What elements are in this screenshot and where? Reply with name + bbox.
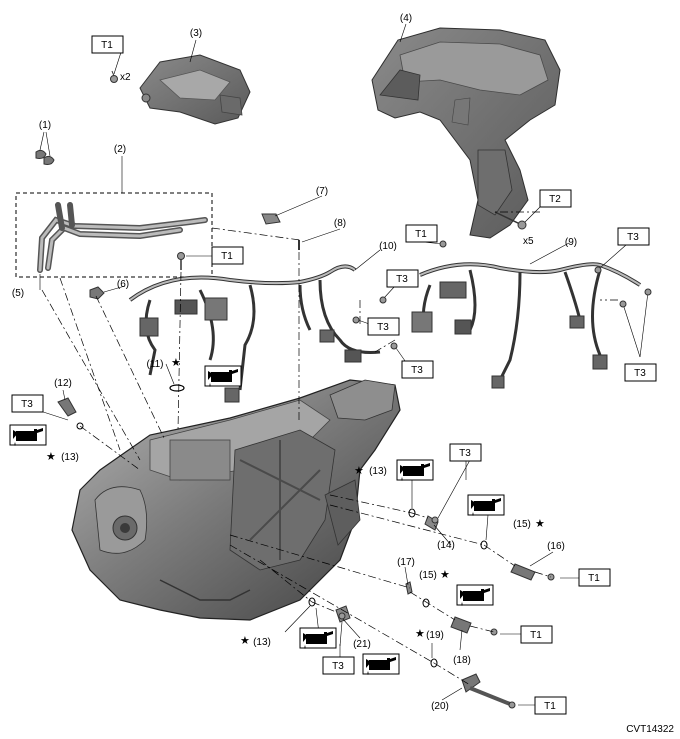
- torque-box-t3-b: T3: [367, 317, 400, 336]
- clip-part-6: [89, 286, 105, 300]
- star-13b: ★: [354, 464, 364, 477]
- svg-text:T1: T1: [588, 573, 600, 584]
- callout-19: (19): [426, 630, 444, 641]
- callout-15a: (15): [513, 519, 531, 530]
- svg-text:T3: T3: [332, 661, 344, 672]
- callout-18: (18): [453, 655, 471, 666]
- oil-icon-15b: [456, 584, 494, 607]
- callout-13b: (13): [369, 466, 387, 477]
- torque-box-t3-a: T3: [386, 269, 419, 288]
- svg-text:T2: T2: [549, 194, 561, 205]
- clip-part-7: [261, 213, 281, 225]
- torque-box-t3-right-bottom: T3: [624, 363, 657, 382]
- svg-text:T1: T1: [415, 229, 427, 240]
- o-ring-part-11: [169, 384, 185, 392]
- bolt-part-3: [110, 70, 118, 83]
- svg-text:T3: T3: [396, 274, 408, 285]
- oil-icon-13b: [396, 459, 434, 482]
- svg-text:T1: T1: [530, 630, 542, 641]
- star-11: ★: [171, 356, 181, 369]
- callout-10: (10): [379, 241, 397, 252]
- svg-text:T1: T1: [544, 701, 556, 712]
- transaxle-body: [71, 379, 401, 621]
- torque-box-t1-top: T1: [91, 35, 124, 54]
- torque-box-t1-18: T1: [520, 625, 553, 644]
- svg-text:T3: T3: [21, 399, 33, 410]
- sensor-part-12: [57, 397, 84, 430]
- callout-1: (1): [39, 120, 51, 131]
- star-15b: ★: [440, 568, 450, 581]
- callout-20: (20): [431, 701, 449, 712]
- svg-text:T3: T3: [377, 322, 389, 333]
- torque-box-t2: T2: [539, 189, 572, 208]
- assembly-lines: [41, 211, 618, 686]
- oil-icon-13c: [299, 627, 337, 650]
- star-13a: ★: [46, 450, 56, 463]
- star-13c: ★: [240, 634, 250, 647]
- callout-6: (6): [117, 279, 129, 290]
- torque-box-t3-14: T3: [449, 443, 482, 462]
- callout-17: (17): [397, 557, 415, 568]
- torque-box-t3-left: T3: [11, 394, 44, 413]
- heat-shield-part-4: [371, 27, 561, 239]
- callout-14: (14): [437, 540, 455, 551]
- svg-text:T3: T3: [627, 232, 639, 243]
- oil-icon-19: [362, 653, 400, 676]
- oil-icon-13a: [9, 424, 47, 447]
- diagram-code: CVT14322: [626, 724, 674, 735]
- svg-text:T3: T3: [459, 448, 471, 459]
- torque-box-t1-16: T1: [578, 568, 611, 587]
- torque-box-t1-center: T1: [211, 246, 244, 265]
- wire-harness-part-10: [128, 264, 381, 403]
- svg-text:T3: T3: [411, 365, 423, 376]
- svg-text:T1: T1: [221, 251, 233, 262]
- callout-13c: (13): [253, 637, 271, 648]
- oil-icon-11: [204, 365, 242, 388]
- bolt-t2: [494, 211, 527, 230]
- torque-box-t1-harness: T1: [405, 224, 438, 243]
- star-19: ★: [415, 627, 425, 640]
- torque-box-t3-21: T3: [322, 656, 355, 675]
- callout-4: (4): [400, 13, 412, 24]
- callout-21: (21): [353, 639, 371, 650]
- cover-part-3: [139, 54, 251, 125]
- svg-text:T3: T3: [634, 368, 646, 379]
- svg-text:T1: T1: [101, 40, 113, 51]
- oil-icon-15a: [467, 494, 505, 517]
- hose-clamps-part-1: [35, 131, 55, 165]
- callout-5: (5): [12, 288, 24, 299]
- torque-box-t3-right-top: T3: [617, 227, 650, 246]
- qty-x2: x2: [120, 72, 131, 83]
- qty-x5: x5: [523, 236, 534, 247]
- callout-2: (2): [114, 144, 126, 155]
- torque-box-t1-20: T1: [534, 696, 567, 715]
- wire-harness-part-9: [411, 262, 642, 389]
- star-15a: ★: [535, 517, 545, 530]
- callout-8: (8): [334, 218, 346, 229]
- bolt-t1-center: [177, 252, 185, 270]
- callout-16: (16): [547, 541, 565, 552]
- callout-3: (3): [190, 28, 202, 39]
- leader-lines: [33, 23, 649, 706]
- callout-9: (9): [565, 237, 577, 248]
- callout-7: (7): [316, 186, 328, 197]
- bolts-t3: [338, 240, 652, 620]
- callout-11: (11): [146, 359, 163, 370]
- callout-13a: (13): [61, 452, 79, 463]
- pipe-assembly-box: [15, 192, 213, 278]
- small-parts: [308, 508, 555, 709]
- torque-box-t3-c: T3: [401, 360, 434, 379]
- callout-12: (12): [54, 378, 72, 389]
- callout-15b: (15): [419, 570, 437, 581]
